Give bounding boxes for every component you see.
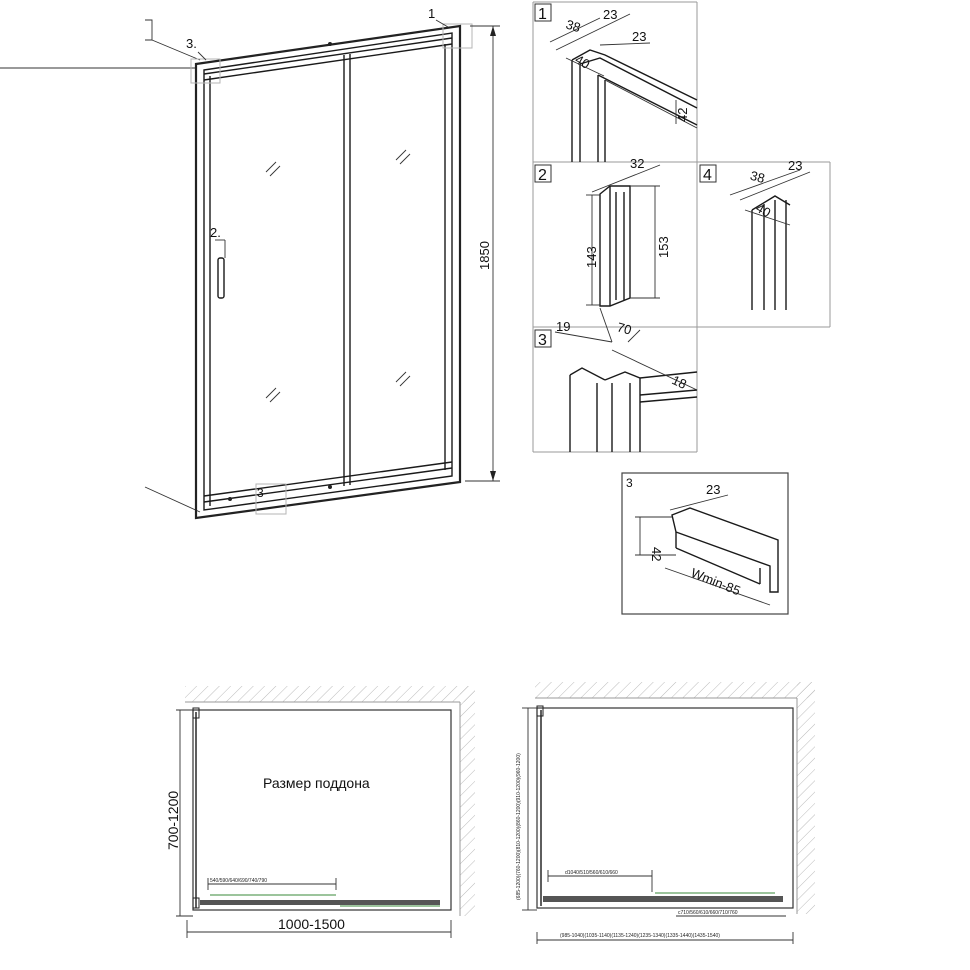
plan-left-height: 700-1200 [165, 791, 181, 850]
profile-3-dim-23: 23 [706, 482, 720, 497]
detail-1: 1 38 23 23 40 42 [534, 3, 698, 162]
door-handle [217, 257, 225, 299]
detail-3-dim-19: 19 [556, 319, 570, 334]
detail-4-tag: 4 [703, 167, 712, 184]
detail-1-dim-40: 40 [572, 52, 592, 72]
detail-1-dim-42: 42 [675, 108, 690, 122]
detail-3-dim-18: 18 [670, 372, 689, 392]
callout-3-bottom: 3 [257, 486, 264, 500]
wall-line-bottom [144, 486, 201, 513]
plan-right: d1040/510/560/610/660 c710/560/610/660/7… [516, 682, 815, 944]
detail-1-tag: 1 [538, 6, 547, 23]
plan-right-bottom-outer: (985-1040)(1035-1140)(1135-1240)(1235-13… [560, 933, 720, 939]
detail-2: 2 32 143 153 [534, 156, 671, 307]
profile-3-detail: 3 23 42 Wmin-85 [621, 472, 789, 615]
height-dimension-label: 1850 [477, 241, 492, 270]
main-door-view: 2. 3. 1 3 1850 [0, 6, 500, 520]
detail-3-tag: 3 [538, 332, 547, 349]
detail-1-dim-38: 38 [564, 17, 582, 36]
door-inner-frame [203, 32, 453, 511]
detail-1-dim-23a: 23 [603, 7, 617, 22]
detail-3: 3 19 70 18 [534, 307, 698, 452]
detail-3-dim-70: 70 [615, 319, 633, 337]
callout-2: 2. [210, 225, 221, 240]
detail-2-tag: 2 [538, 167, 547, 184]
plan-left-opening: 540/590/640/690/740/790 [210, 878, 267, 884]
door-frame [194, 24, 462, 520]
detail-4-dim-23: 23 [788, 158, 802, 173]
callout-box-1 [442, 23, 473, 49]
wall-edge-mark [145, 19, 153, 41]
glass-reflection-marks [265, 149, 411, 403]
sliding-door-plan [200, 900, 440, 905]
profile-3-dim-42: 42 [649, 547, 664, 561]
plan-right-opening: d1040/510/560/610/660 [565, 870, 618, 876]
callout-3-top: 3. [186, 36, 197, 51]
plan-left-width: 1000-1500 [278, 916, 345, 932]
plan-left: 540/590/640/690/740/790 Размер поддона 7… [165, 686, 475, 938]
detail-2-dim-143: 143 [584, 246, 599, 268]
detail-4-dim-40: 40 [753, 200, 773, 220]
callout-box-3-bottom [255, 483, 287, 515]
tray-outline [192, 709, 452, 911]
tray-size-label: Размер поддона [263, 775, 370, 791]
detail-2-dim-153: 153 [656, 236, 671, 258]
detail-panels: 1 38 23 23 40 42 2 [532, 1, 831, 453]
detail-4: 4 38 23 40 [699, 158, 811, 310]
tray-outline-right [536, 707, 794, 909]
detail-1-dim-23b: 23 [632, 29, 646, 44]
plan-right-bottom-inner: c710/560/610/660/710/760 [678, 910, 738, 916]
callout-1: 1 [428, 6, 435, 21]
detail-2-dim-32: 32 [630, 156, 644, 171]
profile-3-tag: 3 [626, 476, 633, 490]
plan-right-side: (685-1200)(760-1200)(810-1200)(860-1200)… [516, 753, 522, 900]
detail-4-dim-38: 38 [749, 168, 767, 186]
